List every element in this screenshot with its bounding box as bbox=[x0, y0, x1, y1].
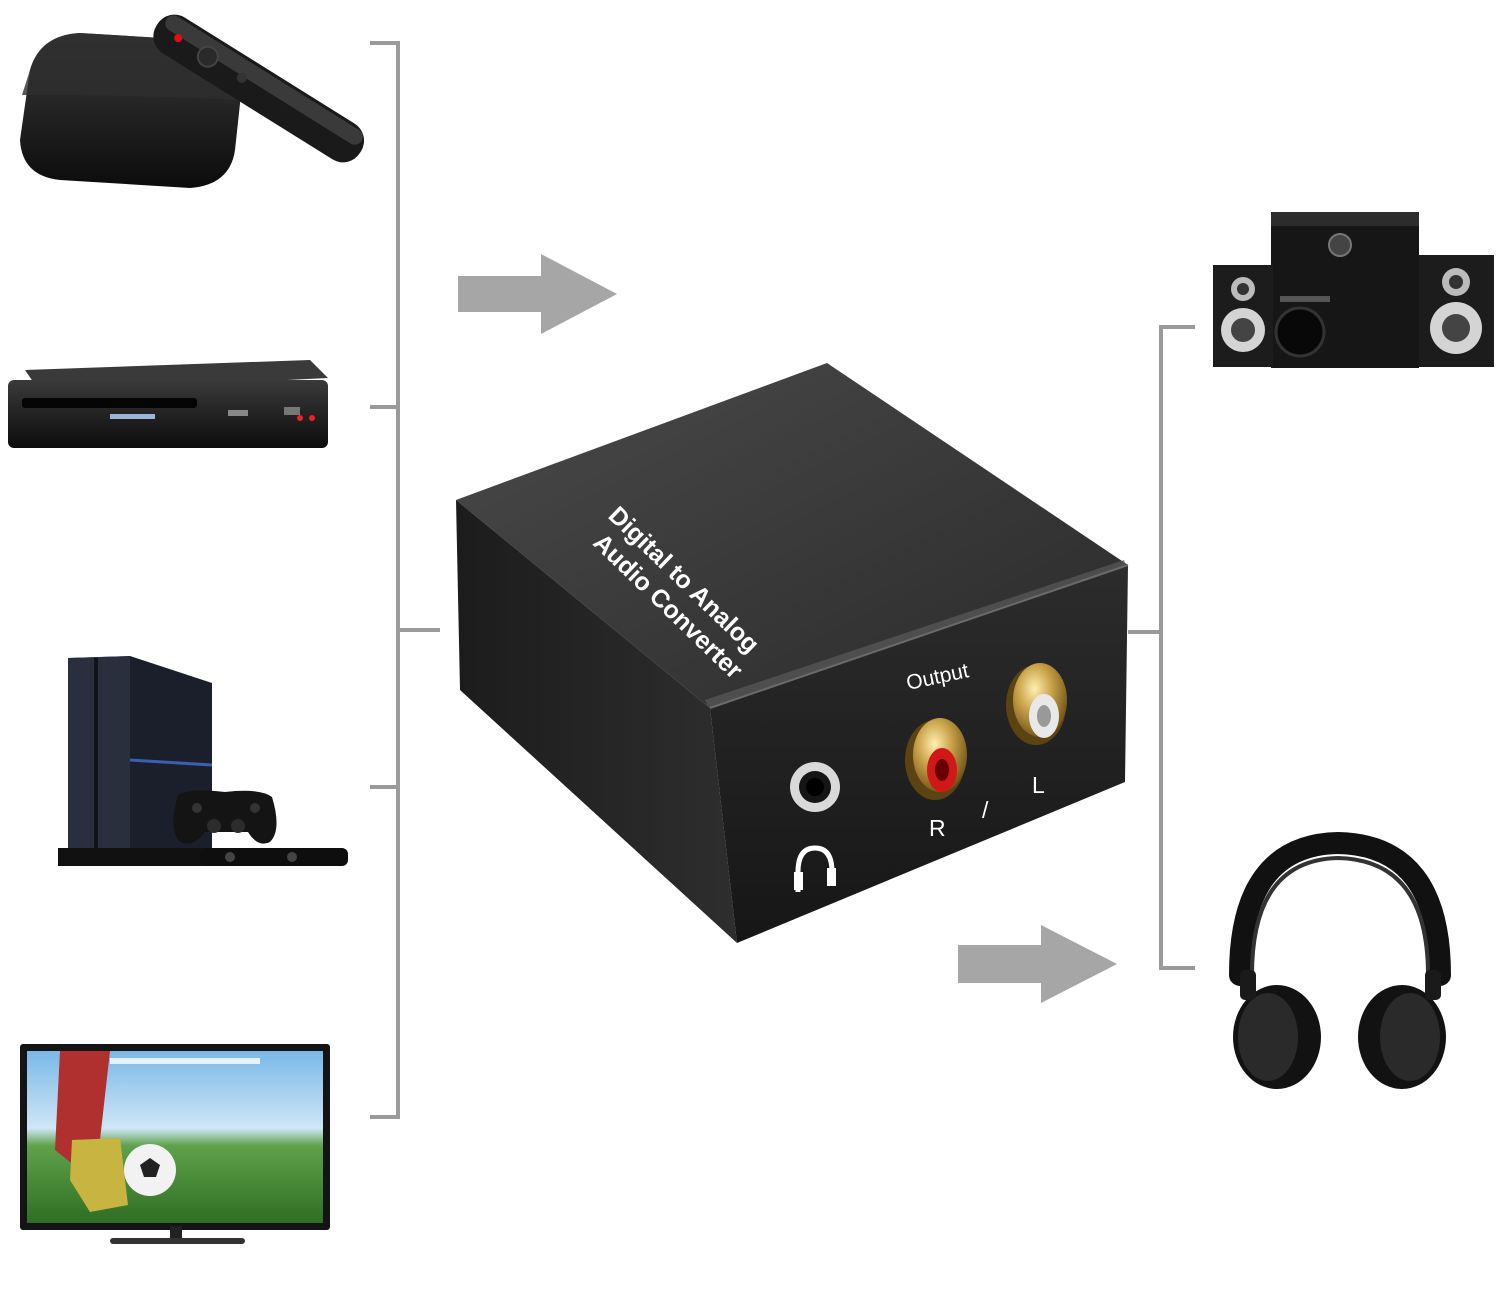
left-channel-label: L bbox=[1032, 772, 1045, 798]
headphone-icon bbox=[794, 845, 836, 892]
rca-jack-right bbox=[905, 718, 967, 800]
tv-box-with-remote bbox=[20, 14, 365, 188]
right-arrow-icon bbox=[958, 925, 1117, 1003]
converter-side-face bbox=[456, 500, 737, 943]
channel-separator-label: / bbox=[982, 797, 989, 823]
converter-box: Output R / L Digital to Analog Audio Con… bbox=[456, 363, 1129, 943]
television bbox=[20, 1044, 330, 1244]
right-channel-label: R bbox=[929, 815, 946, 841]
speaker-system bbox=[1213, 212, 1494, 368]
headphone-jack bbox=[790, 762, 840, 812]
right-arrow-icon bbox=[458, 254, 617, 334]
output-bracket bbox=[1128, 325, 1195, 970]
game-console bbox=[58, 656, 348, 866]
blu-ray-player bbox=[8, 360, 328, 448]
rca-jack-left bbox=[1006, 663, 1067, 745]
headphones bbox=[1229, 831, 1451, 1089]
source-bracket bbox=[370, 41, 440, 1119]
